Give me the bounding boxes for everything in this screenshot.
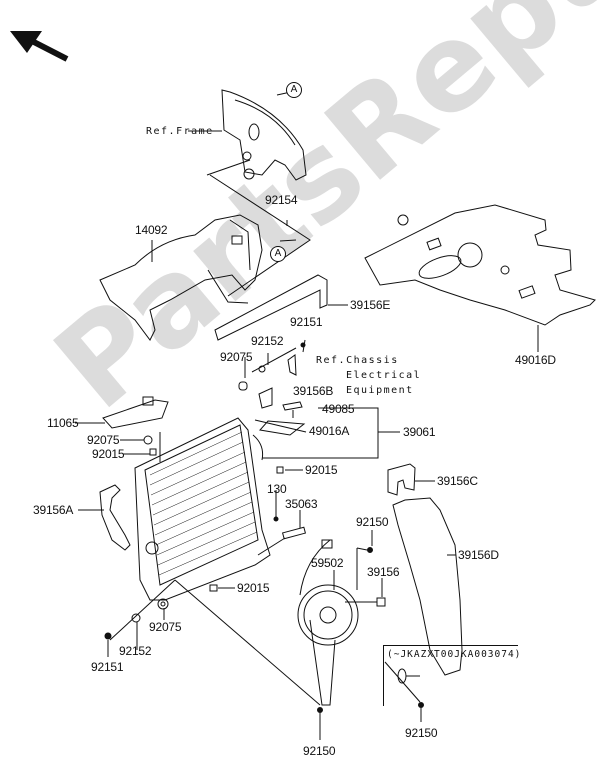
part-label-130[interactable]: 130 xyxy=(267,482,287,496)
front-arrow-icon xyxy=(10,31,69,62)
cover-plate-49016D-drawing xyxy=(364,204,596,352)
fan-59502-drawing xyxy=(297,530,386,740)
part-label-39156[interactable]: 39156 xyxy=(367,565,400,579)
part-label-92075-mid[interactable]: 92075 xyxy=(87,433,120,447)
part-label-92075-top[interactable]: 92075 xyxy=(220,350,253,364)
part-label-59502[interactable]: 59502 xyxy=(311,556,344,570)
part-label-49085[interactable]: 49085 xyxy=(322,402,355,416)
part-label-92150-mid[interactable]: 92150 xyxy=(356,515,389,529)
part-label-92075-bottom[interactable]: 92075 xyxy=(149,620,182,634)
fittings-drawing xyxy=(209,466,307,592)
ref-electrical-label: Electrical xyxy=(346,370,422,381)
part-label-39156E[interactable]: 39156E xyxy=(350,298,391,312)
part-label-92152-top[interactable]: 92152 xyxy=(251,334,284,348)
part-label-39156A[interactable]: 39156A xyxy=(33,503,74,517)
shroud-14092-drawing xyxy=(99,214,297,341)
part-label-49016A[interactable]: 49016A xyxy=(309,424,350,438)
part-label-92015-right[interactable]: 92015 xyxy=(305,463,338,477)
part-label-92150-right[interactable]: 92150 xyxy=(405,726,438,740)
part-label-14092[interactable]: 14092 xyxy=(135,223,168,237)
ref-chassis-label: Ref.Chassis xyxy=(316,355,399,366)
part-label-92015-bottom[interactable]: 92015 xyxy=(237,581,270,595)
vin-range-box xyxy=(383,645,518,706)
seal-39156D-drawing xyxy=(392,497,463,676)
vin-specific-part-drawing xyxy=(384,661,424,722)
seal-39156E-drawing xyxy=(214,274,348,341)
part-label-39156B[interactable]: 39156B xyxy=(293,384,334,398)
radiator-drawing xyxy=(75,396,271,601)
part-label-39156C[interactable]: 39156C xyxy=(437,474,478,488)
vin-range-label: (~JKAZXT00JKA003074) xyxy=(387,649,522,660)
seal-39156A-drawing xyxy=(78,484,131,551)
part-label-92015-left[interactable]: 92015 xyxy=(92,447,125,461)
ref-frame-label: Ref.Frame xyxy=(146,126,214,137)
lower-hardware-drawing xyxy=(104,579,321,706)
part-label-11065[interactable]: 11065 xyxy=(47,416,79,430)
part-label-92152-bottom[interactable]: 92152 xyxy=(119,644,152,658)
part-label-39156D[interactable]: 39156D xyxy=(458,548,499,562)
part-label-49016D[interactable]: 49016D xyxy=(515,353,556,367)
part-label-92151-top[interactable]: 92151 xyxy=(290,315,323,329)
callout-a-top: A xyxy=(286,82,302,98)
upper-hardware-drawing xyxy=(238,339,400,459)
callout-a-bottom: A xyxy=(270,246,286,262)
seal-39156C-drawing xyxy=(387,463,435,496)
part-label-35063[interactable]: 35063 xyxy=(285,497,318,511)
part-label-92151-bottom[interactable]: 92151 xyxy=(91,660,124,674)
ref-equipment-label: Equipment xyxy=(346,385,414,396)
part-label-39061[interactable]: 39061 xyxy=(403,425,436,439)
part-label-92150-bottom[interactable]: 92150 xyxy=(303,744,336,758)
part-label-92154[interactable]: 92154 xyxy=(265,193,298,207)
